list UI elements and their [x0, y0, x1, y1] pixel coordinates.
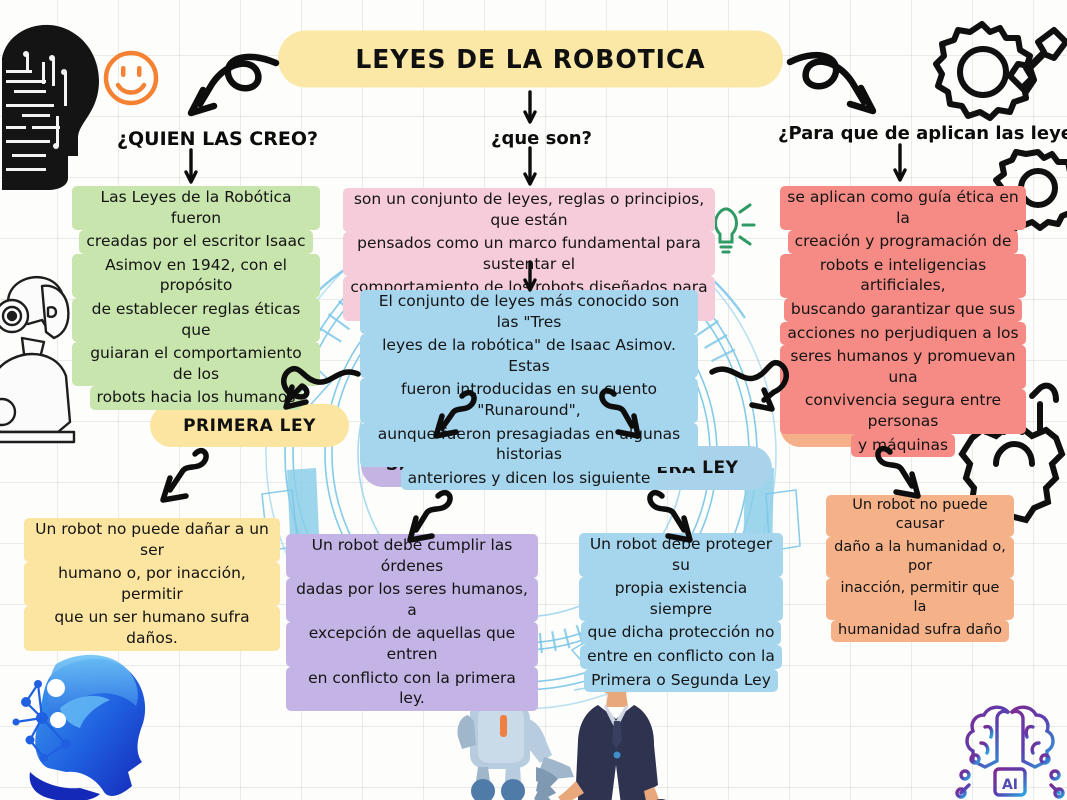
text-line: El conjunto de leyes más conocido son la…	[360, 290, 698, 335]
text-line: anteriores y dicen los siguiente	[400, 466, 658, 491]
text-line: pensados como un marco fundamental para …	[343, 232, 715, 277]
ai-brain-chip-icon: AI	[955, 705, 1065, 800]
text-line: creadas por el escritor Isaac	[79, 230, 313, 254]
textbox-conjunto: El conjunto de leyes más conocido son la…	[360, 290, 698, 491]
text-line: Las Leyes de la Robótica fueron	[72, 186, 320, 231]
text-line: guiaran el comportamiento de los	[72, 342, 320, 387]
robot-bust-icon	[0, 275, 76, 444]
text-line: inacción, permitir que la	[826, 578, 1014, 620]
text-line: humano o, por inacción, permitir	[24, 562, 280, 607]
text-line: leyes de la robótica" de Isaac Asimov. E…	[360, 334, 698, 379]
text-line: que dicha protección no	[580, 621, 782, 646]
text-line: fueron introducidas en su cuento "Runaro…	[360, 378, 698, 423]
text-line: Un robot debe cumplir las órdenes	[286, 534, 538, 579]
text-line: dadas por los seres humanos, a	[286, 578, 538, 623]
text-line: de establecer reglas éticas que	[72, 298, 320, 343]
text-line: creación y programación de	[787, 230, 1019, 254]
circuit-head-icon	[2, 24, 99, 191]
text-line: en conflicto con la primera ley.	[286, 666, 538, 711]
text-line: Asimov en 1942, con el propósito	[72, 253, 320, 299]
text-line: seres humanos y promuevan una	[780, 345, 1026, 390]
text-line: humanidad sufra daño	[831, 619, 1009, 642]
text-line: buscando garantizar que sus	[783, 298, 1023, 322]
text-line: entre en conflicto con la	[580, 645, 782, 669]
text-line: robots hacia los humanos	[89, 386, 303, 411]
text-line: acciones no perjudiquen a los	[780, 321, 1026, 346]
label-primera-ley: PRIMERA LEY	[150, 404, 349, 447]
question-que-son: ¿que son?	[491, 128, 592, 149]
lightbulb-icon	[714, 203, 756, 254]
text-line: convivencia segura entre personas	[780, 389, 1026, 434]
ai-head-profile-icon	[12, 654, 146, 800]
text-line: se aplican como guía ética en la	[780, 186, 1026, 231]
smiley-face-icon	[103, 50, 159, 106]
question-para-que-se-aplican: ¿Para que de aplican las leyes?	[778, 123, 1067, 144]
text-line: Un robot no puede dañar a un ser	[24, 518, 280, 563]
text-line: son un conjunto de leyes, reglas o princ…	[343, 188, 715, 233]
text-line: daño a la humanidad o, por	[826, 536, 1014, 579]
text-line: aunque fueron presagiadas en algunas his…	[360, 422, 698, 467]
text-line: y máquinas	[850, 433, 956, 458]
text-line: excepción de aquellas que entren	[286, 622, 538, 667]
text-line: Un robot debe proteger su	[579, 533, 783, 578]
text-line: propia existencia siempre	[579, 577, 783, 622]
text-line: robots e inteligencias artificiales,	[780, 253, 1026, 299]
page-title: LEYES DE LA ROBOTICA	[278, 30, 783, 88]
text-line: Un robot no puede causar	[826, 495, 1014, 537]
text-line: Primera o Segunda Ley	[584, 668, 778, 693]
svg-text:AI: AI	[1002, 777, 1018, 793]
text-line: que un ser humano sufra daños.	[24, 606, 280, 651]
question-quien-las-creo: ¿QUIEN LAS CREO?	[117, 128, 319, 150]
